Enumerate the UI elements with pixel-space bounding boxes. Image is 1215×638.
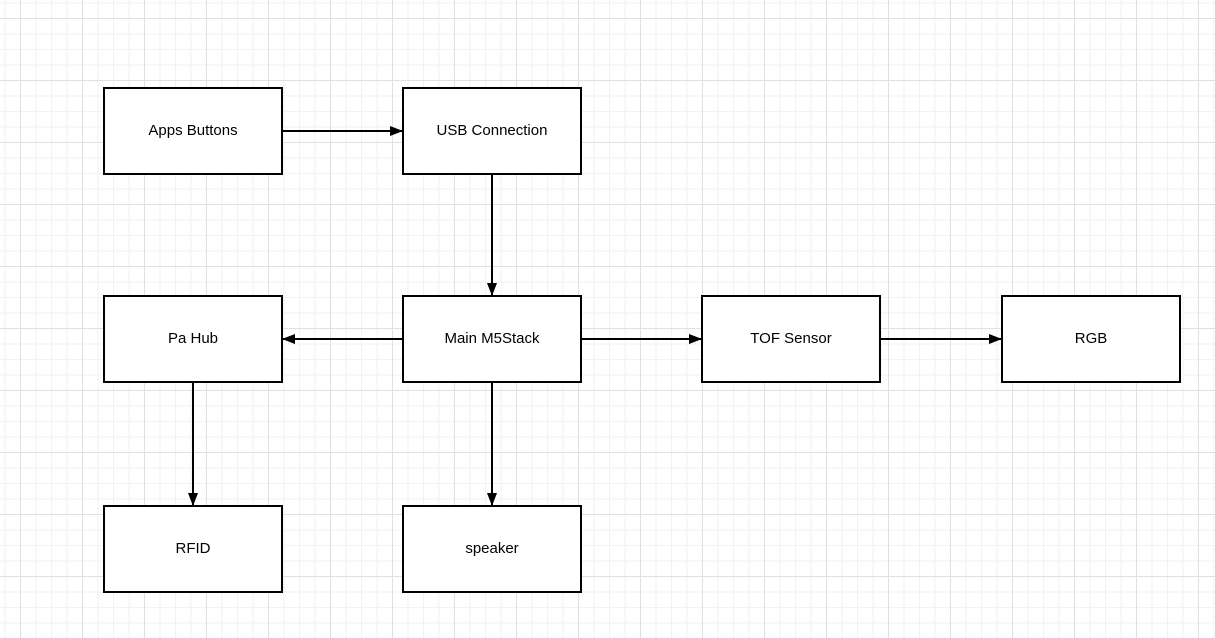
node-label-pa-hub: Pa Hub — [167, 330, 219, 347]
node-main-m5stack[interactable]: Main M5Stack — [402, 295, 582, 383]
node-label-tof-sensor: TOF Sensor — [750, 330, 832, 347]
node-apps-buttons[interactable]: Apps Buttons — [103, 87, 283, 175]
node-label-rfid: RFID — [175, 540, 211, 557]
node-label-speaker: speaker — [465, 540, 519, 557]
node-label-apps-buttons: Apps Buttons — [148, 122, 238, 139]
node-tof-sensor[interactable]: TOF Sensor — [701, 295, 881, 383]
node-usb-connection[interactable]: USB Connection — [402, 87, 582, 175]
node-pa-hub[interactable]: Pa Hub — [103, 295, 283, 383]
node-label-rgb: RGB — [1074, 330, 1108, 347]
node-label-main-m5stack: Main M5Stack — [444, 330, 540, 347]
node-speaker[interactable]: speaker — [402, 505, 582, 593]
node-label-usb-connection: USB Connection — [436, 122, 548, 139]
node-rfid[interactable]: RFID — [103, 505, 283, 593]
node-rgb[interactable]: RGB — [1001, 295, 1181, 383]
